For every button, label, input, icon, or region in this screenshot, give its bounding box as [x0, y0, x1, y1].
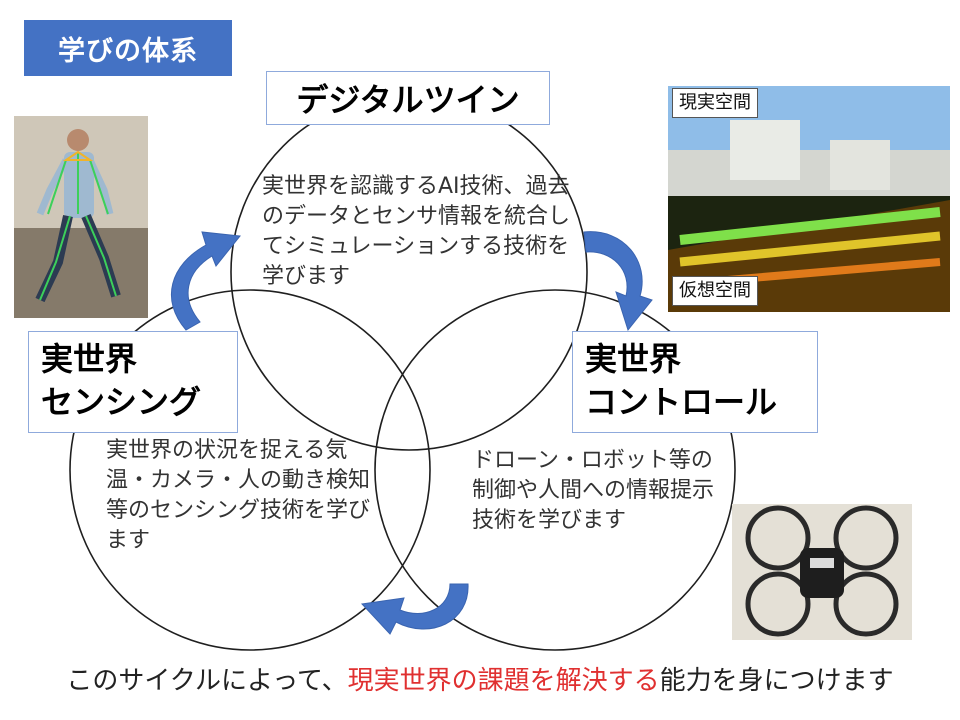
description-sensing: 実世界の状況を捉える気温・カメラ・人の動き検知等のセンシング技術を学びます	[106, 438, 371, 553]
drone-photo	[732, 504, 912, 640]
title-sensing-line1: 実世界	[41, 340, 138, 378]
title-control-line1: 実世界	[585, 340, 682, 378]
walker-photo-figure	[14, 116, 148, 318]
cycle-arrow-bottom	[360, 583, 469, 635]
description-control: ドローン・ロボット等の制御や人間への情報提示技術を学びます	[472, 448, 715, 533]
cycle-arrow-left	[170, 231, 241, 331]
label-real-space: 現実空間	[672, 88, 758, 118]
title-control-line2: コントロール	[585, 383, 778, 421]
footer-caption: このサイクルによって、現実世界の課題を解決する能力を身につけます	[0, 660, 960, 697]
circle-control	[374, 289, 736, 651]
cycle-arrow-right	[583, 231, 653, 332]
footer-prefix: このサイクルによって、	[66, 666, 348, 696]
footer-highlight: 現実世界の課題を解決する	[347, 666, 660, 696]
title-digital-twin: デジタルツイン	[266, 71, 550, 125]
title-real-world-sensing: 実世界 センシング	[28, 331, 238, 433]
label-virtual-space: 仮想空間	[672, 276, 758, 306]
title-sensing-line2: センシング	[41, 383, 202, 421]
footer-suffix: 能力を身につけます	[659, 666, 894, 696]
description-digital-twin: 実世界を認識するAI技術、過去のデータとセンサ情報を統合してシミュレーションする…	[262, 174, 571, 289]
title-real-world-control: 実世界 コントロール	[572, 331, 818, 433]
circle-sensing	[69, 289, 431, 651]
heading-label: 学びの体系	[24, 20, 232, 76]
